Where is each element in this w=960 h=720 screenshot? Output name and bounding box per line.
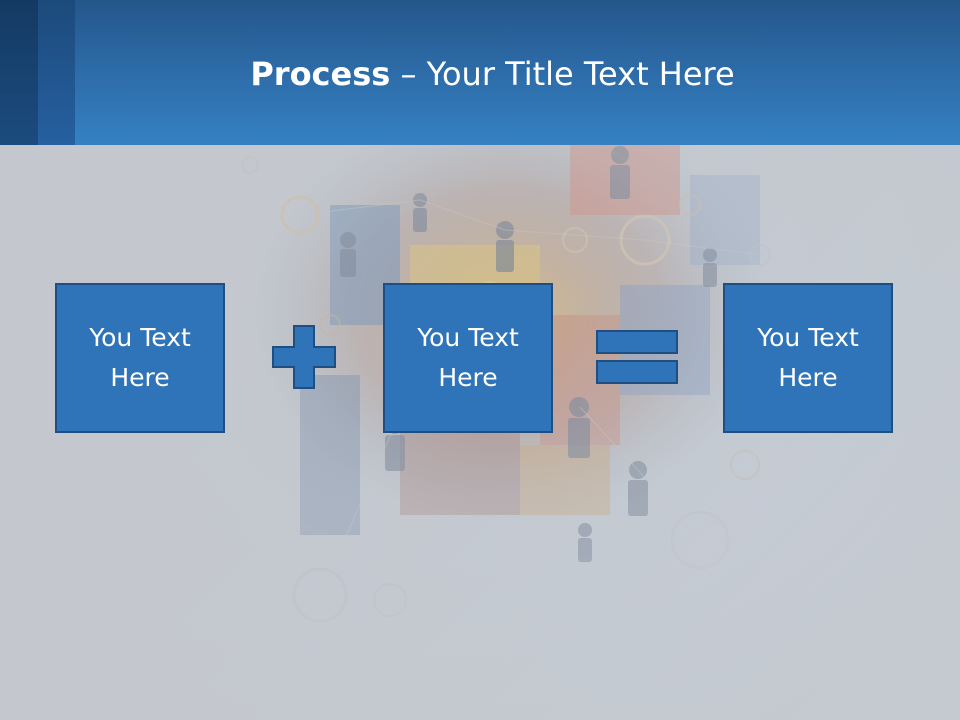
process-box-label: You Text Here [757, 323, 859, 392]
title-bold-text: Process [250, 55, 391, 93]
process-box-2[interactable]: You Text Here [383, 283, 553, 433]
process-box-3[interactable]: You Text Here [723, 283, 893, 433]
process-box-label: You Text Here [89, 323, 191, 392]
title-bar: Process – Your Title Text Here [0, 0, 960, 145]
process-box-1[interactable]: You Text Here [55, 283, 225, 433]
title-rest-text: – Your Title Text Here [390, 55, 735, 93]
plus-icon [272, 325, 336, 389]
header-accent-strip [0, 0, 38, 145]
equals-icon [596, 330, 678, 384]
process-box-label: You Text Here [417, 323, 519, 392]
slide-title: Process – Your Title Text Here [75, 52, 910, 96]
header-accent-strip [38, 0, 75, 145]
